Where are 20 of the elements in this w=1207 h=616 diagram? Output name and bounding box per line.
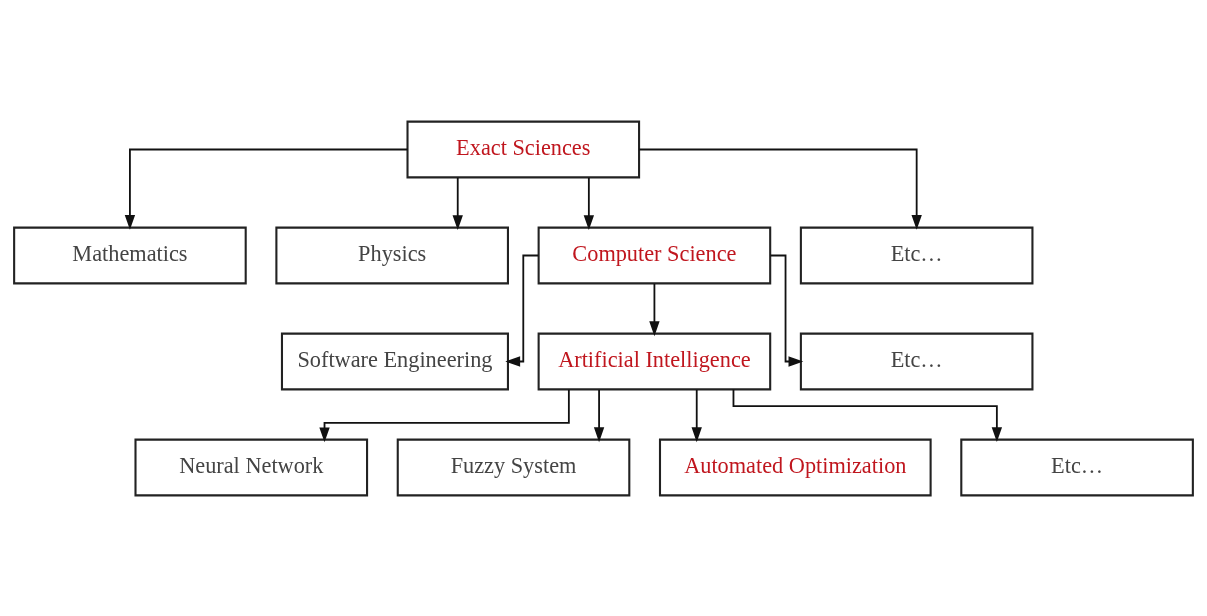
node-box: Etc… xyxy=(799,226,1034,284)
node-box: Physics xyxy=(275,226,509,284)
arrow xyxy=(638,148,922,230)
arrow xyxy=(319,388,570,442)
node-box: Computer Science xyxy=(537,226,772,284)
node-box: Software Engineering xyxy=(280,332,509,390)
arrow xyxy=(593,388,605,442)
node-box: Artificial Intelligence xyxy=(537,332,772,390)
node-box: Etc… xyxy=(799,332,1034,390)
node-box: Exact Sciences xyxy=(406,120,641,178)
arrow xyxy=(124,148,409,230)
node-box: Fuzzy System xyxy=(396,438,631,496)
node-box: Automated Optimization xyxy=(658,438,932,496)
arrow xyxy=(452,176,463,230)
node-box: Neural Network xyxy=(134,438,369,496)
node-box: Etc… xyxy=(960,438,1194,496)
arrow xyxy=(583,176,595,230)
node-box: Mathematics xyxy=(13,226,247,284)
arrow xyxy=(691,388,702,442)
arrow xyxy=(649,282,660,336)
